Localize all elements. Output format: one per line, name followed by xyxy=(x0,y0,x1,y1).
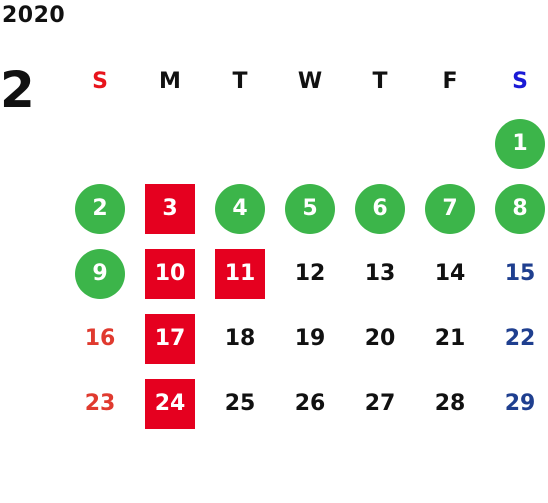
day-22[interactable]: 22 xyxy=(504,326,536,351)
day-15[interactable]: 15 xyxy=(504,261,536,286)
empty-day xyxy=(355,119,405,169)
day-cell: 3 xyxy=(135,176,205,241)
day-19[interactable]: 19 xyxy=(294,326,326,351)
day-1[interactable]: 1 xyxy=(495,118,545,169)
day-cell: 8 xyxy=(485,176,548,241)
day-10[interactable]: 10 xyxy=(145,248,195,299)
day-cell: 21 xyxy=(415,306,485,371)
day-29[interactable]: 29 xyxy=(504,391,536,416)
day-21[interactable]: 21 xyxy=(434,326,466,351)
day-cell: 15 xyxy=(485,241,548,306)
day-cell: 29 xyxy=(485,371,548,436)
day-cell: 9 xyxy=(65,241,135,306)
day-cell: 16 xyxy=(65,306,135,371)
day-cell: 5 xyxy=(275,176,345,241)
day-6[interactable]: 6 xyxy=(355,183,405,234)
weekday-mon: M xyxy=(159,68,181,94)
day-cell: 7 xyxy=(415,176,485,241)
empty-day xyxy=(145,119,195,169)
day-cell: 24 xyxy=(135,371,205,436)
month-number: 2 xyxy=(0,61,35,119)
empty-day xyxy=(215,119,265,169)
day-cell: 27 xyxy=(345,371,415,436)
weekday-wed: W xyxy=(297,68,323,94)
day-25[interactable]: 25 xyxy=(224,391,256,416)
day-26[interactable]: 26 xyxy=(294,391,326,416)
day-18[interactable]: 18 xyxy=(224,326,256,351)
day-cell: 14 xyxy=(415,241,485,306)
weekday-tue: T xyxy=(232,68,248,94)
day-cell: 23 xyxy=(65,371,135,436)
week-row: 9 10 11 12 13 14 15 xyxy=(65,241,548,306)
day-28[interactable]: 28 xyxy=(434,391,466,416)
day-cell: 25 xyxy=(205,371,275,436)
day-cell: 18 xyxy=(205,306,275,371)
day-cell: 10 xyxy=(135,241,205,306)
week-row: 1 xyxy=(65,111,548,176)
day-cell: 2 xyxy=(65,176,135,241)
day-9[interactable]: 9 xyxy=(75,248,125,299)
weekday-fri: F xyxy=(442,68,458,94)
year-label: 2020 xyxy=(2,3,66,28)
week-row: 23 24 25 26 27 28 29 xyxy=(65,371,548,436)
day-24[interactable]: 24 xyxy=(145,378,195,429)
day-cell xyxy=(205,111,275,176)
empty-day xyxy=(425,119,475,169)
day-cell xyxy=(65,111,135,176)
day-cell: 11 xyxy=(205,241,275,306)
day-4[interactable]: 4 xyxy=(215,183,265,234)
day-3[interactable]: 3 xyxy=(145,183,195,234)
day-16[interactable]: 16 xyxy=(84,326,116,351)
day-cell: 20 xyxy=(345,306,415,371)
day-cell: 6 xyxy=(345,176,415,241)
day-12[interactable]: 12 xyxy=(294,261,326,286)
day-cell: 17 xyxy=(135,306,205,371)
day-14[interactable]: 14 xyxy=(434,261,466,286)
weekday-sun: S xyxy=(92,68,108,94)
day-cell xyxy=(345,111,415,176)
week-row: 16 17 18 19 20 21 22 xyxy=(65,306,548,371)
weekday-header-row: S M T W T F S xyxy=(65,58,548,104)
day-cell: 22 xyxy=(485,306,548,371)
empty-day xyxy=(75,119,125,169)
day-5[interactable]: 5 xyxy=(285,183,335,234)
day-2[interactable]: 2 xyxy=(75,183,125,234)
day-cell: 13 xyxy=(345,241,415,306)
day-cell: 1 xyxy=(485,111,548,176)
day-cell: 12 xyxy=(275,241,345,306)
day-cell: 4 xyxy=(205,176,275,241)
empty-day xyxy=(285,119,335,169)
day-cell xyxy=(415,111,485,176)
day-cell: 19 xyxy=(275,306,345,371)
day-cell: 28 xyxy=(415,371,485,436)
day-13[interactable]: 13 xyxy=(364,261,396,286)
day-cell: 26 xyxy=(275,371,345,436)
day-cell xyxy=(275,111,345,176)
day-cell xyxy=(135,111,205,176)
day-17[interactable]: 17 xyxy=(145,313,195,364)
day-20[interactable]: 20 xyxy=(364,326,396,351)
day-27[interactable]: 27 xyxy=(364,391,396,416)
day-23[interactable]: 23 xyxy=(84,391,116,416)
weekday-thu: T xyxy=(372,68,388,94)
day-8[interactable]: 8 xyxy=(495,183,545,234)
day-11[interactable]: 11 xyxy=(215,248,265,299)
day-7[interactable]: 7 xyxy=(425,183,475,234)
weekday-sat: S xyxy=(512,68,528,94)
